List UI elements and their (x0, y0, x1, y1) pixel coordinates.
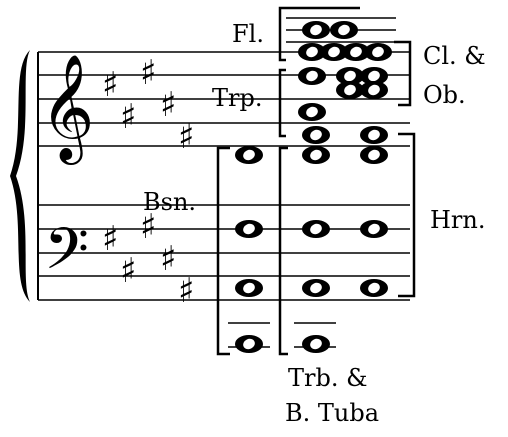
sharp-icon: ♯ (160, 239, 176, 279)
bassoon-label: Bsn. (143, 188, 197, 216)
horn-bracket (398, 132, 416, 298)
sharp-icon: ♯ (120, 97, 136, 137)
bass-key-signature: ♯ ♯ ♯ ♯ ♯ (102, 207, 194, 311)
clarinet-oboe-label-line2: Ob. (423, 81, 466, 109)
bassoon-bracket (216, 146, 230, 356)
flute-label: Fl. (232, 20, 264, 48)
sharp-icon: ♯ (102, 65, 118, 105)
clarinet-oboe-bracket (394, 40, 412, 107)
sharp-icon: ♯ (102, 219, 118, 259)
treble-key-signature: ♯ ♯ ♯ ♯ ♯ (102, 53, 194, 157)
sharp-icon: ♯ (178, 117, 194, 157)
horn-chord-bass (302, 220, 388, 297)
sharp-icon: ♯ (140, 207, 156, 247)
instrument-brackets (216, 6, 416, 356)
horn-chord-treble (302, 126, 388, 164)
clarinet-oboe-chord (298, 43, 392, 99)
trumpet-bracket (278, 68, 286, 138)
sharp-icon: ♯ (120, 251, 136, 291)
horn-label: Hrn. (430, 206, 486, 234)
grand-staff-brace (10, 50, 30, 302)
clarinet-oboe-label-line1: Cl. & (423, 42, 486, 70)
sharp-icon: ♯ (140, 53, 156, 93)
trombone-tuba-label-line2: B. Tuba (285, 399, 380, 427)
sharp-icon: ♯ (178, 271, 194, 311)
trombone-tuba-bracket (278, 146, 288, 356)
staff-lines (38, 51, 410, 301)
bassoon-notes (235, 146, 263, 353)
flute-chord (302, 21, 358, 39)
bass-clef-icon: 𝄢 (44, 215, 89, 297)
trumpet-chord (298, 103, 326, 121)
trombone-tuba-label-line1: Trb. & (288, 364, 368, 392)
treble-clef-icon: 𝄞 (40, 53, 94, 165)
trombone-tuba-notes (302, 335, 330, 353)
flute-bracket (278, 6, 286, 62)
note-heads (235, 21, 392, 353)
trumpet-label: Trp. (212, 84, 263, 112)
sharp-icon: ♯ (160, 85, 176, 125)
